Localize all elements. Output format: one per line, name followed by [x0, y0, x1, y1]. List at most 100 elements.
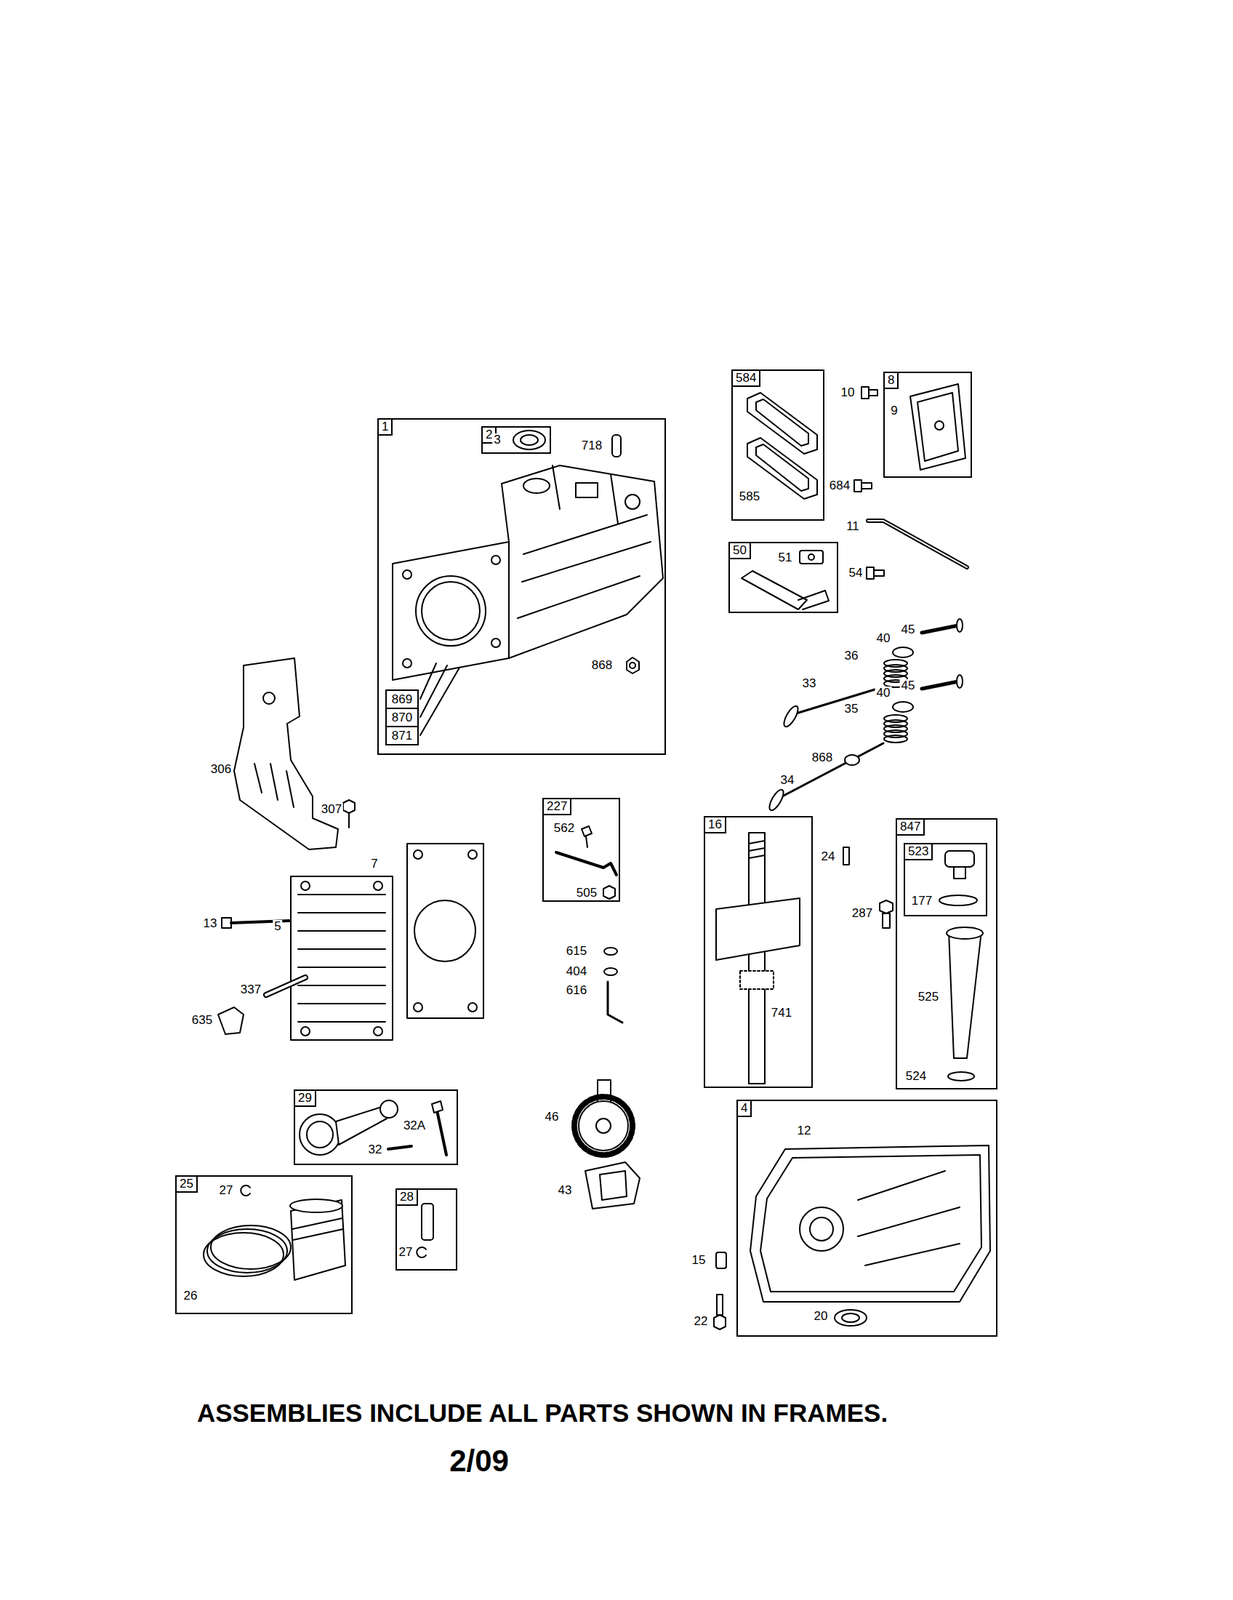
sump — [750, 1145, 991, 1302]
assembly-number: 227 — [542, 797, 572, 815]
callout-number: 33 — [801, 676, 818, 690]
crankcase-block-shape — [420, 663, 460, 736]
sump-parts-shape — [834, 1309, 867, 1326]
drain-plug — [879, 900, 893, 928]
callout-number: 585 — [737, 490, 762, 504]
callout-number: 287 — [850, 906, 874, 920]
gaskets-shape — [756, 444, 809, 491]
crank-seal-shape — [513, 430, 546, 450]
governor-link-shape — [604, 947, 618, 955]
gaskets-shape — [756, 399, 809, 446]
spark-plug-shape — [266, 977, 306, 995]
assembly-frame: 2827 — [395, 1187, 458, 1271]
callout-number: 524 — [904, 1069, 928, 1083]
head-gasket-shape — [414, 900, 476, 962]
breather-assembly-shape — [808, 553, 815, 560]
callout-number: 46 — [543, 1110, 561, 1124]
assembly-number: 1 — [377, 418, 393, 436]
piston-shape — [290, 1198, 343, 1212]
piston-shape — [240, 1185, 251, 1196]
sump-shape — [857, 1170, 960, 1265]
callout-number: 615 — [564, 944, 589, 958]
crankshaft — [716, 832, 800, 1084]
cam-gear-shape — [596, 1118, 611, 1133]
assembly-number: 523 — [903, 842, 933, 861]
crankcase-block-shape — [491, 555, 501, 565]
callout-number: 54 — [847, 566, 865, 580]
part-number-box: 870 — [385, 707, 419, 728]
callout-number: 40 — [875, 631, 893, 645]
callout-number: 868 — [810, 750, 834, 765]
part-number-box: 869 — [385, 689, 419, 709]
assembly-number: 25 — [175, 1174, 198, 1193]
callout-number: 45 — [900, 623, 917, 637]
head-gasket-shape — [407, 843, 484, 1018]
piston-pin-shape — [416, 1246, 427, 1257]
piston-pin — [416, 1203, 434, 1257]
callout-number: 40 — [875, 686, 893, 700]
screws-shape — [868, 389, 878, 396]
callout-number: 9 — [889, 404, 899, 418]
callout-number: 177 — [910, 894, 934, 908]
connecting-rod-shape — [431, 1100, 443, 1113]
head-gasket — [407, 843, 484, 1018]
assembly-frame: 16741 — [703, 815, 813, 1088]
crankcase-block-shape — [421, 581, 480, 640]
breather-tube — [868, 520, 967, 568]
gaskets — [747, 392, 818, 499]
cam-gear-shape — [578, 1100, 629, 1151]
head-gasket-shape — [468, 849, 477, 859]
sump-shape — [809, 1217, 834, 1241]
piston-shape — [210, 1225, 291, 1269]
callout-number: 718 — [580, 439, 604, 453]
connecting-rod-shape — [335, 1106, 387, 1145]
callout-number: 45 — [900, 679, 917, 693]
assembly-frame: 227562505 — [542, 797, 621, 902]
callout-number: 5 — [272, 919, 283, 933]
date-code: 2/09 — [449, 1443, 509, 1479]
callout-number: 32 — [367, 1142, 384, 1156]
callout-number: 12 — [796, 1123, 813, 1138]
spark-plug — [266, 977, 306, 995]
head-gasket-shape — [413, 1002, 423, 1012]
crankshaft-shape — [740, 970, 774, 989]
callout-number: 562 — [552, 821, 576, 835]
crankcase-block-shape — [415, 575, 486, 646]
air-shroud-shape — [234, 657, 339, 850]
cylinder-head-shape — [298, 894, 386, 1022]
crankshaft-shape — [716, 897, 800, 960]
callout-number: 337 — [239, 982, 263, 996]
breather-tube-shape — [868, 520, 967, 568]
valve-train-shape — [766, 787, 786, 813]
piston-shape — [207, 1228, 288, 1273]
valve-train-shape — [884, 735, 908, 743]
crankcase-block — [392, 465, 664, 736]
assembly-frame: 2932A32 — [293, 1089, 459, 1165]
callout-number: 525 — [916, 990, 941, 1004]
dowel-pin — [612, 434, 621, 457]
governor-lever-shape — [603, 885, 616, 899]
head-gasket-shape — [413, 849, 423, 859]
assembly-number: 16 — [703, 815, 727, 834]
callout-number: 307 — [319, 802, 344, 816]
valve-train-shape — [892, 701, 914, 712]
screws-shape — [861, 482, 872, 489]
crank-seal — [513, 430, 546, 450]
head-gasket-shape — [468, 1002, 477, 1012]
note-text: ASSEMBLIES INCLUDE ALL PARTS SHOWN IN FR… — [197, 1398, 888, 1428]
callout-number: 22 — [692, 1314, 710, 1328]
cylinder-head-shape — [300, 881, 310, 890]
callout-number: 7 — [369, 857, 379, 871]
piston-shape — [203, 1232, 284, 1276]
callout-number: 20 — [812, 1309, 830, 1323]
assembly-number: 8 — [883, 371, 899, 389]
dipstick-shape — [948, 1071, 975, 1081]
air-shroud-shape — [263, 692, 275, 704]
governor-link-shape — [607, 981, 623, 1023]
connecting-rod-shape — [299, 1113, 341, 1155]
callout-number: 34 — [779, 773, 797, 787]
plug-shape — [629, 662, 636, 669]
crankcase-block-shape — [517, 465, 651, 618]
callout-number: 24 — [820, 849, 837, 863]
